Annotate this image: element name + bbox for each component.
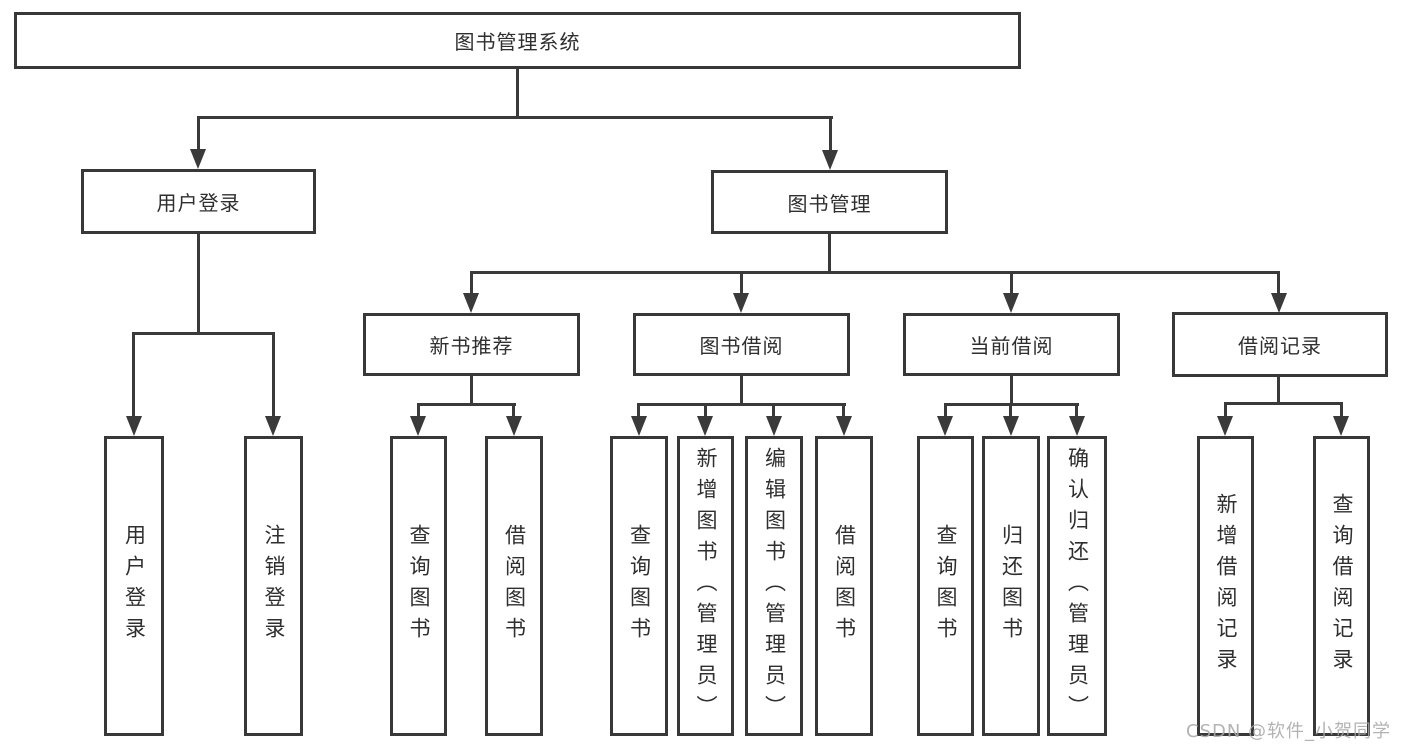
connector-line bbox=[470, 376, 473, 406]
connector-line bbox=[740, 271, 743, 295]
node-label: 借阅图书 bbox=[502, 524, 527, 648]
arrow-down-icon bbox=[822, 150, 838, 170]
arrow-down-icon bbox=[1069, 416, 1085, 436]
arrow-down-icon bbox=[733, 293, 749, 313]
connector-line bbox=[1224, 402, 1227, 417]
arrow-down-icon bbox=[1271, 293, 1287, 313]
node-leaf-confirm-return-admin: 确认归还（管理员） bbox=[1047, 436, 1107, 736]
arrow-down-icon bbox=[126, 416, 142, 436]
connector-line bbox=[944, 403, 947, 417]
node-label: 查询图书 bbox=[934, 524, 958, 648]
connector-line bbox=[516, 69, 519, 119]
node-label: 归还图书 bbox=[999, 524, 1024, 648]
connector-line bbox=[512, 403, 515, 417]
node-label: 注销登录 bbox=[262, 524, 286, 648]
node-user-login: 用户登录 bbox=[81, 169, 316, 234]
node-leaf-query-books-current: 查询图书 bbox=[917, 436, 974, 736]
connector-line bbox=[417, 403, 516, 406]
connector-line bbox=[1340, 402, 1343, 417]
connector-line bbox=[197, 116, 200, 152]
node-leaf-user-login: 用户登录 bbox=[104, 436, 164, 736]
connector-line bbox=[470, 271, 1280, 274]
arrow-down-icon bbox=[190, 149, 206, 169]
node-label: 借阅记录 bbox=[1238, 334, 1322, 358]
connector-line bbox=[1277, 377, 1280, 405]
connector-line bbox=[272, 332, 275, 416]
node-label: 新书推荐 bbox=[429, 334, 514, 358]
arrow-down-icon bbox=[1003, 293, 1019, 313]
connector-line bbox=[197, 116, 833, 119]
connector-line bbox=[637, 403, 846, 406]
node-leaf-logout: 注销登录 bbox=[244, 436, 303, 736]
node-current-borrow: 当前借阅 bbox=[903, 313, 1120, 376]
node-leaf-query-borrow-record: 查询借阅记录 bbox=[1313, 436, 1370, 736]
node-leaf-add-borrow-record: 新增借阅记录 bbox=[1197, 436, 1254, 736]
node-label: 用户登录 bbox=[122, 524, 147, 648]
arrow-down-icon bbox=[937, 416, 953, 436]
node-label: 新增借阅记录 bbox=[1214, 493, 1238, 679]
connector-line bbox=[132, 332, 135, 416]
connector-line bbox=[829, 116, 832, 153]
arrow-down-icon bbox=[463, 293, 479, 313]
node-label: 借阅图书 bbox=[832, 524, 857, 648]
node-label: 查询图书 bbox=[627, 524, 652, 648]
arrow-down-icon bbox=[697, 416, 713, 436]
connector-line bbox=[1009, 403, 1012, 417]
arrow-down-icon bbox=[410, 416, 426, 436]
node-label: 图书管理 bbox=[787, 191, 872, 216]
node-label: 查询图书 bbox=[407, 524, 431, 648]
arrow-down-icon bbox=[631, 416, 647, 436]
node-label: 编辑图书（管理员） bbox=[762, 446, 787, 726]
node-leaf-query-books-borrow: 查询图书 bbox=[610, 436, 668, 736]
connector-line bbox=[1277, 271, 1280, 295]
connector-line bbox=[470, 271, 473, 295]
arrow-down-icon bbox=[1217, 416, 1233, 436]
connector-line bbox=[772, 403, 775, 417]
connector-line bbox=[1010, 271, 1013, 295]
connector-line bbox=[197, 234, 200, 335]
connector-line bbox=[828, 234, 831, 274]
node-label: 图书借阅 bbox=[699, 334, 784, 358]
csdn-watermark: CSDN @软件_小贺同学 bbox=[1186, 721, 1392, 742]
arrow-down-icon bbox=[265, 416, 281, 436]
arrow-down-icon bbox=[1003, 416, 1019, 436]
connector-line bbox=[1224, 402, 1343, 405]
connector-line bbox=[1010, 376, 1013, 406]
node-label: 确认归还（管理员） bbox=[1065, 446, 1090, 726]
node-borrow-records: 借阅记录 bbox=[1172, 312, 1388, 377]
node-book-management: 图书管理 bbox=[711, 170, 948, 234]
arrow-down-icon bbox=[1333, 416, 1349, 436]
node-book-borrow: 图书借阅 bbox=[633, 313, 850, 376]
node-leaf-borrow-books-recommend: 借阅图书 bbox=[485, 436, 543, 736]
node-leaf-query-books-recommend: 查询图书 bbox=[390, 436, 447, 736]
connector-line bbox=[417, 403, 420, 417]
node-leaf-add-books-admin: 新增图书（管理员） bbox=[677, 436, 734, 736]
connector-line bbox=[132, 332, 275, 335]
arrow-down-icon bbox=[506, 416, 522, 436]
connector-line bbox=[704, 403, 707, 417]
node-label: 查询借阅记录 bbox=[1330, 493, 1354, 679]
node-root-label: 图书管理系统 bbox=[454, 30, 581, 54]
arrow-down-icon bbox=[766, 416, 782, 436]
connector-line bbox=[1075, 403, 1078, 417]
arrow-down-icon bbox=[836, 416, 852, 436]
connector-line bbox=[637, 403, 640, 417]
node-root: 图书管理系统 bbox=[14, 12, 1021, 69]
node-label: 新增图书（管理员） bbox=[694, 446, 718, 726]
node-leaf-return-books: 归还图书 bbox=[982, 436, 1040, 736]
connector-line bbox=[740, 376, 743, 406]
node-label: 用户登录 bbox=[156, 191, 241, 215]
node-leaf-edit-books-admin: 编辑图书（管理员） bbox=[745, 436, 803, 736]
node-new-book-recommend: 新书推荐 bbox=[363, 313, 580, 376]
node-label: 当前借阅 bbox=[969, 334, 1054, 358]
connector-line bbox=[842, 403, 845, 417]
node-leaf-borrow-books: 借阅图书 bbox=[815, 436, 873, 736]
